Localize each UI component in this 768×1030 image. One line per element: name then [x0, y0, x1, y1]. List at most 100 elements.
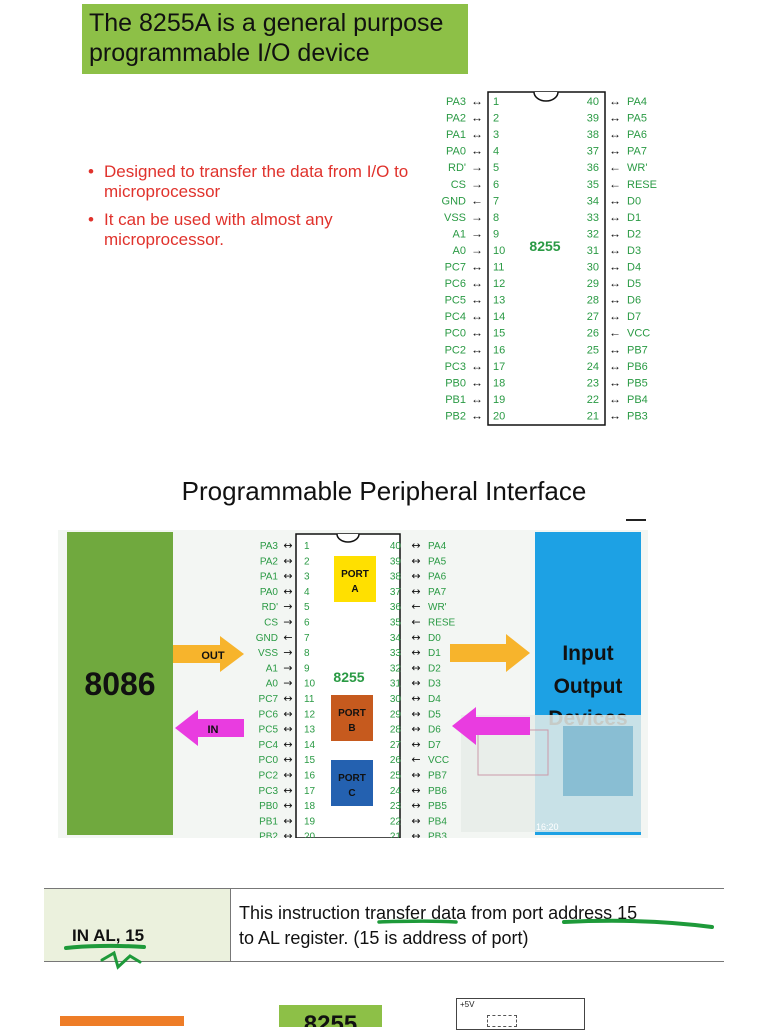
pin-arrow-icon: ←: [609, 177, 621, 191]
pin-number: 12: [304, 709, 316, 720]
pin-arrow-icon: ↔: [411, 585, 420, 598]
pin-arrow-icon: ↔: [411, 723, 420, 736]
port-b-letter: B: [348, 723, 355, 734]
pin-arrow-icon: ↔: [609, 276, 621, 290]
pin-name: D7: [428, 740, 441, 751]
input-arrow: [452, 707, 530, 745]
in-arrow-label: IN: [208, 724, 219, 736]
pin-arrow-icon: →: [283, 677, 292, 690]
pin-name: VSS: [258, 648, 278, 659]
pin-number: 1: [304, 541, 310, 552]
pin-name: PA4: [627, 96, 647, 108]
pin-arrow-icon: ↔: [411, 554, 420, 567]
pin-name: D4: [428, 694, 441, 705]
pin-name: PC6: [259, 709, 279, 720]
pin-number: 39: [390, 556, 402, 567]
pin-arrow-icon: ↔: [283, 707, 292, 720]
pin-name: PA4: [428, 541, 447, 552]
pin-number: 16: [304, 771, 316, 782]
chip-label-2: 8255: [333, 669, 364, 685]
pin-number: 33: [587, 212, 599, 224]
pin-name: VSS: [444, 212, 466, 224]
pin-number: 25: [390, 771, 402, 782]
pin-number: 27: [390, 740, 402, 751]
cpu-label: 8086: [84, 666, 155, 702]
pin-arrow-icon: →: [283, 661, 292, 674]
left-pins-2: PA3↔1PA2↔2PA1↔3PA0↔4RD'→5CS→6GND←7VSS→8A…: [256, 539, 316, 838]
pin-name: D7: [627, 311, 641, 323]
pin-arrow-icon: →: [283, 600, 292, 613]
pin-name: PC0: [445, 328, 466, 340]
pin-number: 19: [304, 816, 316, 827]
pin-name: VCC: [627, 328, 650, 340]
pin-number: 5: [304, 602, 310, 613]
pin-name: PB3: [428, 832, 447, 838]
pin-arrow-icon: ↔: [609, 94, 621, 108]
chip-label-bottom: 8255: [303, 1011, 358, 1027]
orange-block: [60, 1016, 184, 1026]
pin-arrow-icon: ↔: [471, 111, 483, 125]
pin-number: 22: [390, 816, 402, 827]
io-label-line1: Input: [562, 642, 613, 665]
instruction-table: IN AL, 15 This instruction transfer data…: [44, 888, 724, 962]
pin-name: PC7: [259, 694, 279, 705]
pin-arrow-icon: ↔: [471, 276, 483, 290]
pin-number: 12: [493, 278, 505, 290]
pin-name: PB3: [627, 410, 648, 422]
pin-number: 16: [493, 344, 505, 356]
pin-arrow-icon: →: [471, 177, 483, 191]
pin-name: GND: [256, 633, 278, 644]
section-title: Programmable Peripheral Interface: [181, 476, 587, 506]
pin-arrow-icon: ↔: [609, 127, 621, 141]
port-c-letter: C: [348, 788, 355, 799]
pin-arrow-icon: ↔: [609, 293, 621, 307]
pin-number: 31: [390, 679, 402, 690]
pin-number: 24: [587, 361, 599, 373]
pin-name: PA6: [627, 129, 647, 141]
pin-arrow-icon: ↔: [609, 375, 621, 389]
port-a-letter: A: [351, 584, 358, 595]
pin-name: PB0: [259, 801, 278, 812]
pin-name: RESE: [627, 179, 657, 191]
pin-number: 11: [304, 694, 315, 705]
pin-name: GND: [442, 195, 467, 207]
description-cell: This instruction transfer data from port…: [231, 889, 724, 961]
pin-number: 3: [493, 129, 499, 141]
pin-number: 32: [587, 228, 599, 240]
pin-number: 28: [390, 725, 402, 736]
pin-number: 6: [304, 618, 310, 629]
pin-arrow-icon: ↔: [609, 309, 621, 323]
pin-number: 30: [390, 694, 402, 705]
pin-name: PB6: [627, 361, 648, 373]
pin-arrow-icon: ↔: [471, 127, 483, 141]
pin-number: 15: [493, 328, 505, 340]
description-line: to AL register. (15 is address of port): [239, 928, 529, 948]
pin-number: 32: [390, 663, 402, 674]
pin-name: PB0: [445, 377, 466, 389]
pin-number: 25: [587, 344, 599, 356]
pin-name: PA1: [260, 572, 279, 583]
pin-arrow-icon: ↔: [411, 677, 420, 690]
pin-number: 38: [390, 572, 402, 583]
pin-number: 31: [587, 245, 599, 257]
pin-arrow-icon: ↔: [411, 784, 420, 797]
pin-name: D4: [627, 262, 641, 274]
port-c-block: [331, 760, 373, 806]
pin-name: A1: [453, 228, 466, 240]
pin-number: 8: [304, 648, 310, 659]
pin-number: 2: [304, 556, 310, 567]
pin-number: 30: [587, 262, 599, 274]
pin-number: 14: [493, 311, 505, 323]
pin-number: 17: [493, 361, 505, 373]
pin-number: 5: [493, 162, 499, 174]
pin-name: WR': [627, 162, 647, 174]
pin-number: 7: [493, 195, 499, 207]
pin-number: 40: [587, 96, 599, 108]
annotation-underline-port: [562, 918, 714, 929]
pin-name: D5: [627, 278, 641, 290]
pin-number: 29: [587, 278, 599, 290]
bullet-list: Designed to transfer the data from I/O t…: [86, 162, 426, 258]
in-arrow: [175, 710, 244, 746]
pin-number: 15: [304, 755, 316, 766]
pin-arrow-icon: ←: [471, 193, 483, 207]
